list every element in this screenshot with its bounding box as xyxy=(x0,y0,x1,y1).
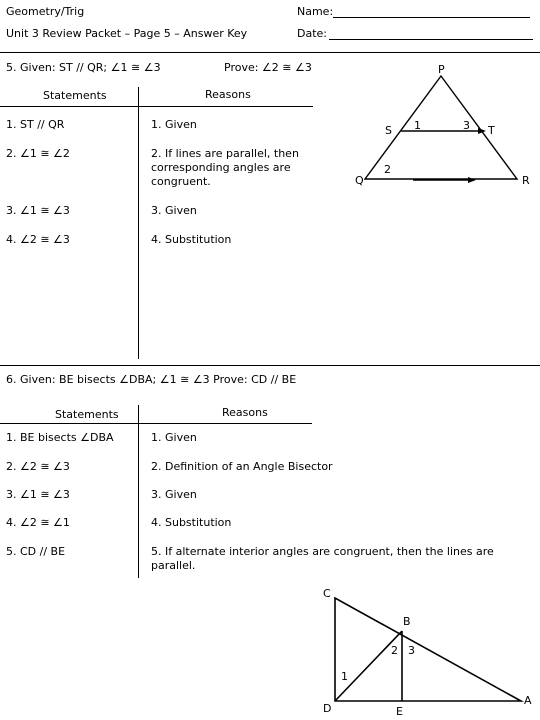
p5-reason-1: 1. Given xyxy=(151,118,197,131)
point-p: P xyxy=(438,63,445,76)
p6-statement-2: 2. ∠2 ≅ ∠3 xyxy=(6,460,70,473)
p5-statement-4: 4. ∠2 ≅ ∠3 xyxy=(6,233,70,246)
point-q: Q xyxy=(355,174,364,187)
p5-reason-4: 4. Substitution xyxy=(151,233,232,246)
triangle-pqr xyxy=(363,74,519,180)
p5-prove: Prove: ∠2 ≅ ∠3 xyxy=(224,61,312,74)
st-arrow-icon xyxy=(478,128,486,134)
section6-top-border xyxy=(0,365,540,366)
p5-statement-3: 3. ∠1 ≅ ∠3 xyxy=(6,204,70,217)
point-s: S xyxy=(385,124,392,137)
p5-table-divider xyxy=(138,87,139,359)
point-d: D xyxy=(323,702,331,715)
p5-given: 5. Given: ST // QR; ∠1 ≅ ∠3 xyxy=(6,61,161,74)
point-a: A xyxy=(524,694,532,707)
angle-3-label: 3 xyxy=(408,644,415,657)
p5-reason-2: 2. If lines are parallel, then correspon… xyxy=(151,147,299,188)
course-title: Geometry/Trig xyxy=(6,5,85,18)
p6-statement-4: 4. ∠2 ≅ ∠1 xyxy=(6,516,70,529)
p5-reason-3: 3. Given xyxy=(151,204,197,217)
p6-statements-header: Statements xyxy=(55,408,119,421)
name-line xyxy=(333,17,530,18)
p6-statement-5: 5. CD // BE xyxy=(6,545,66,558)
p5-reasons-header: Reasons xyxy=(205,88,251,101)
name-label: Name: xyxy=(297,5,334,18)
section5-top-border xyxy=(0,52,540,53)
p6-table-divider xyxy=(138,405,139,578)
angle-1-label: 1 xyxy=(341,670,348,683)
date-line xyxy=(329,39,533,40)
packet-subtitle: Unit 3 Review Packet – Page 5 – Answer K… xyxy=(6,27,248,40)
p6-statement-3: 3. ∠1 ≅ ∠3 xyxy=(6,488,70,501)
triangle-cda xyxy=(334,596,525,702)
p6-given: 6. Given: BE bisects ∠DBA; ∠1 ≅ ∠3 Prove… xyxy=(6,373,297,386)
angle-2-label: 2 xyxy=(391,644,398,657)
p6-statement-1: 1. BE bisects ∠DBA xyxy=(6,431,114,444)
p6-reason-1: 1. Given xyxy=(151,431,197,444)
p6-reason-3: 3. Given xyxy=(151,488,197,501)
p6-reasons-header: Reasons xyxy=(222,406,268,419)
point-c: C xyxy=(323,587,331,600)
angle-1-label: 1 xyxy=(414,119,421,132)
angle-3-label: 3 xyxy=(463,119,470,132)
angle-2-label: 2 xyxy=(384,163,391,176)
p6-reason-2: 2. Definition of an Angle Bisector xyxy=(151,460,333,473)
p5-triangle-figure: P S T Q R 1 3 2 xyxy=(355,63,530,187)
point-e: E xyxy=(396,705,403,718)
p5-table-header-rule xyxy=(0,106,313,107)
p5-statement-1: 1. ST // QR xyxy=(6,118,65,131)
p6-reason-5: 5. If alternate interior angles are cong… xyxy=(151,545,494,572)
qr-arrow-icon xyxy=(468,177,476,183)
point-r: R xyxy=(522,174,530,187)
date-label: Date: xyxy=(297,27,327,40)
p6-reason-4: 4. Substitution xyxy=(151,516,232,529)
p5-statement-2: 2. ∠1 ≅ ∠2 xyxy=(6,147,70,160)
point-t: T xyxy=(487,124,495,137)
p5-statements-header: Statements xyxy=(43,89,107,102)
segment-db xyxy=(334,630,403,702)
point-b: B xyxy=(403,615,411,628)
p6-triangle-figure: C B D E A 1 2 3 xyxy=(323,587,532,718)
p6-table-header-rule xyxy=(0,423,312,424)
